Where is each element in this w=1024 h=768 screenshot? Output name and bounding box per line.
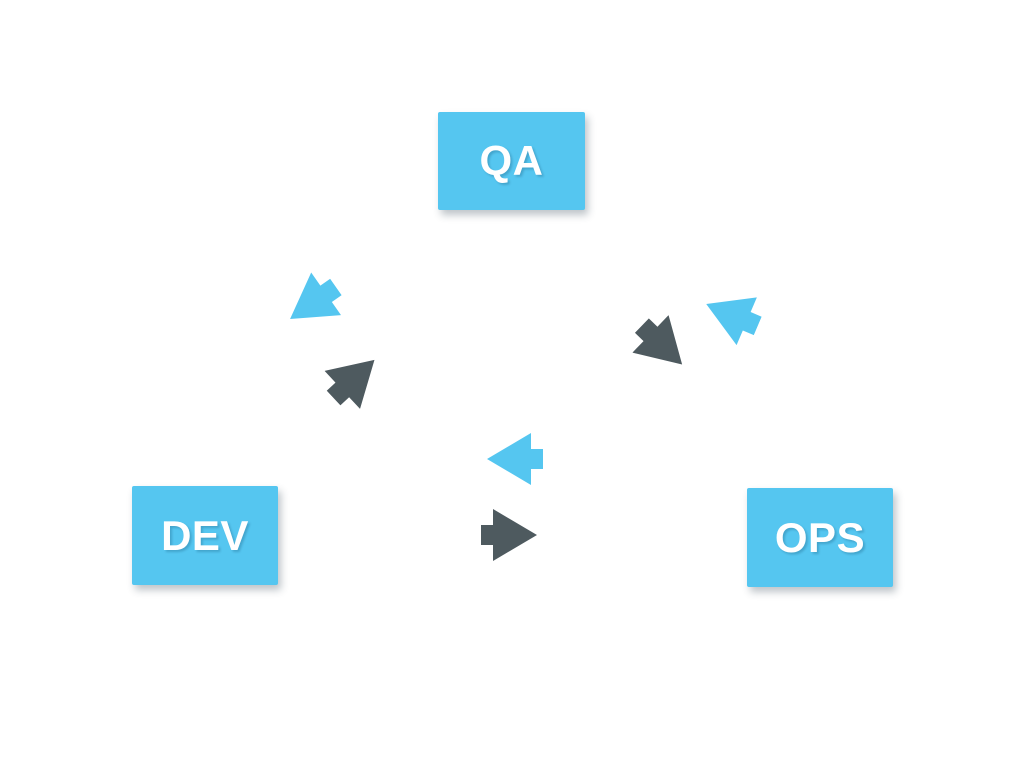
arrow-shape [632, 315, 683, 365]
arrow-shape [706, 297, 762, 346]
arrow-icon-qa-to-ops [632, 315, 683, 365]
arrow-shape [487, 433, 543, 485]
arrow-icon-dev-to-ops [481, 509, 537, 561]
node-qa-label: QA [479, 137, 544, 184]
node-qa: QA [438, 112, 585, 210]
arrow-icon-ops-to-dev [487, 433, 543, 485]
arrow-shape [290, 272, 342, 320]
arrow-icon-dev-to-qa [324, 359, 375, 409]
arrow-icon-qa-to-dev [290, 272, 342, 320]
node-dev: DEV [132, 486, 278, 585]
arrow-shape [324, 359, 375, 409]
arrow-icon-ops-to-qa [706, 297, 762, 346]
node-ops: OPS [747, 488, 893, 587]
arrow-shape [481, 509, 537, 561]
node-dev-label: DEV [161, 511, 249, 559]
node-ops-label: OPS [774, 513, 866, 561]
